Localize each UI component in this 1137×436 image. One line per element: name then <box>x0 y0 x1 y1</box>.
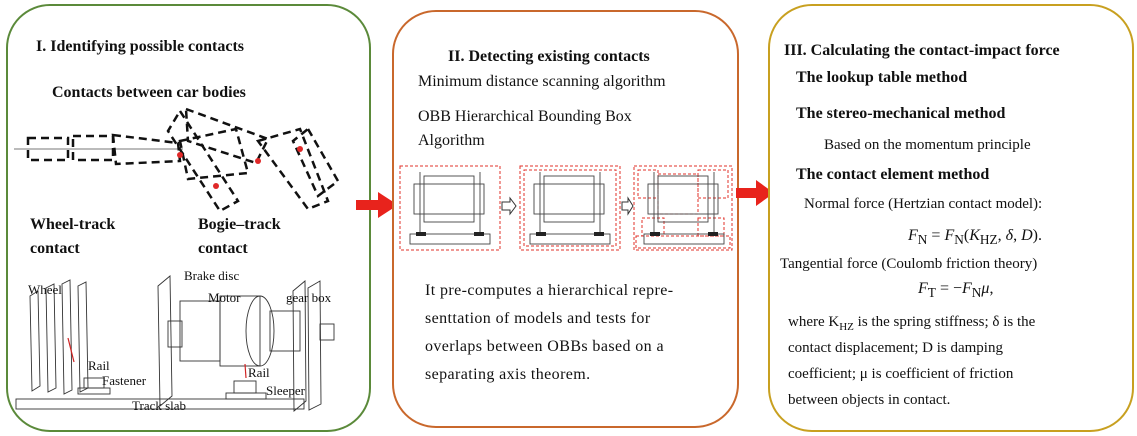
label-gear-box: gear box <box>286 290 332 305</box>
label-rail-right: Rail <box>248 365 270 380</box>
method-min-distance: Minimum distance scanning algorithm <box>418 73 666 90</box>
bogie-track-label-line1: Bogie–track <box>198 216 281 233</box>
label-rail-left: Rail <box>88 358 110 373</box>
normal-force-equation: FN = FN(KHZ, δ, D). <box>908 227 1042 248</box>
tangential-force-label: Tangential force (Coulomb friction theor… <box>780 256 1038 272</box>
panel1-subtitle: Contacts between car bodies <box>52 84 246 101</box>
bogie-track-label-line2: contact <box>198 240 248 257</box>
wheel-track-label-line2: contact <box>30 240 80 257</box>
panel1-title: I. Identifying possible contacts <box>36 38 245 55</box>
label-fastener: Fastener <box>102 373 147 388</box>
where-line2: contact displacement; D is damping <box>788 340 1003 356</box>
arrow-right-icon <box>356 192 398 218</box>
panel-identifying-contacts: I. Identifying possible contacts Contact… <box>6 4 371 432</box>
label-sleeper: Sleeper <box>266 383 305 398</box>
momentum-principle: Based on the momentum principle <box>824 137 1031 153</box>
contact-element-method: The contact element method <box>796 166 990 183</box>
desc-line2: senttation of models and tests for <box>425 310 651 327</box>
desc-line4: separating axis theorem. <box>425 366 591 383</box>
tangential-force-equation: FT = −FNμ, <box>918 280 994 301</box>
label-wheel: Wheel <box>28 282 62 297</box>
wheelset-track-diagram <box>15 275 335 412</box>
panel-contact-impact-force: III. Calculating the contact-impact forc… <box>768 4 1134 432</box>
normal-force-label: Normal force (Hertzian contact model): <box>804 196 1043 212</box>
where-line4: between objects in contact. <box>788 392 951 408</box>
method-obb-line1: OBB Hierarchical Bounding Box <box>418 108 632 125</box>
where-line1: where KHZ is the spring stiffness; δ is … <box>788 314 1036 333</box>
car-bodies-diagram <box>14 107 340 211</box>
where-line3: coefficient; μ is coefficient of frictio… <box>788 366 1014 382</box>
panel-detecting-contacts: II. Detecting existing contacts Minimum … <box>392 10 739 428</box>
method-obb-line2: Algorithm <box>418 132 485 149</box>
lookup-table-method: The lookup table method <box>796 69 968 86</box>
label-brake-disc: Brake disc <box>184 268 240 283</box>
desc-line3: overlaps between OBBs based on a <box>425 338 664 355</box>
wheel-track-label-line1: Wheel-track <box>30 216 116 233</box>
panel3-title: III. Calculating the contact-impact forc… <box>784 42 1060 59</box>
obb-bounding-box-figures <box>399 165 733 251</box>
label-motor: Motor <box>208 290 241 305</box>
arrow-right-icon <box>736 180 774 206</box>
panel2-title: II. Detecting existing contacts <box>448 48 650 65</box>
label-track-slab: Track slab <box>132 398 187 413</box>
stereo-mechanical-method: The stereo-mechanical method <box>796 105 1006 122</box>
desc-line1: It pre-computes a hierarchical repre- <box>425 282 674 299</box>
